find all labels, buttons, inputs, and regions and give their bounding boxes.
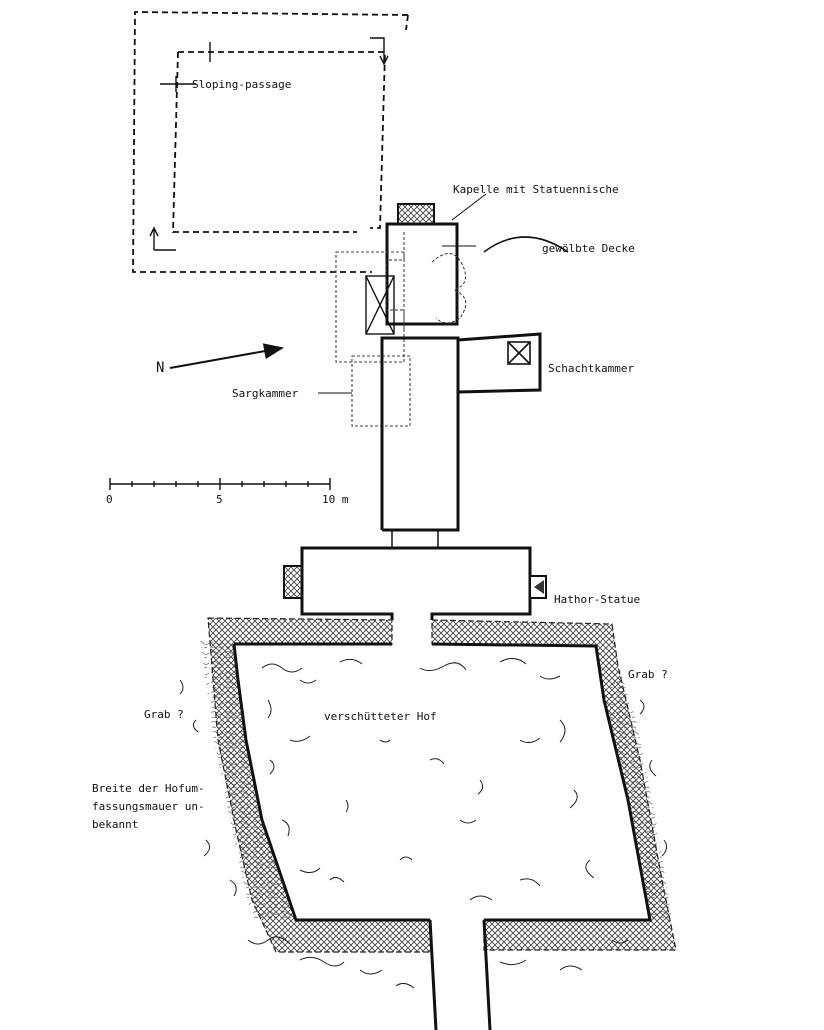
courtyard-inner-outline (232, 642, 652, 922)
courtyard-rubble-right (604, 670, 672, 920)
kapelle-leader (451, 193, 487, 221)
grab-right-label: Grab ? (628, 668, 668, 681)
gewoelbte-decke-label: gewölbte Decke (542, 242, 635, 255)
outer-debris (179, 679, 668, 989)
entrance-passage (428, 919, 492, 1030)
vaulted-ceiling-symbol (483, 236, 569, 253)
north-arrow (169, 343, 284, 369)
chapel-irregular-edge (431, 253, 467, 324)
hathor-statue-label: Hathor-Statue (554, 593, 640, 606)
shaft-symbol (507, 341, 531, 365)
grab-left-label: Grab ? (144, 708, 184, 721)
scale-tick-10: 10 m (322, 493, 349, 506)
breite-line-2: fassungsmauer un- (92, 800, 205, 813)
scale-tick-0: 0 (106, 493, 113, 506)
shaft-chamber (457, 332, 542, 394)
sarcophagus (365, 275, 395, 335)
chapel-structure (385, 222, 459, 326)
schachtkammer-label: Schachtkammer (548, 362, 634, 375)
courtyard-debris (261, 658, 595, 901)
left-statue-niche (283, 565, 303, 599)
hathor-statue-mark (534, 580, 544, 594)
transverse-hall (300, 546, 532, 620)
verschuetteter-hof-label: verschütteter Hof (324, 710, 437, 723)
main-corridor (380, 336, 460, 549)
kapelle-label: Kapelle mit Statuennische (453, 183, 619, 196)
sargkammer-label: Sargkammer (232, 387, 299, 400)
statue-niche (397, 203, 435, 225)
scale-tick-5: 5 (216, 493, 223, 506)
chapel-outline-dashed (385, 232, 405, 330)
sloping-passage-label: Sloping-passage (192, 78, 291, 91)
sloping-passage (132, 11, 409, 273)
breite-line-1: Breite der Hofum- (92, 782, 205, 795)
north-label: N (156, 360, 164, 376)
scale-bar (109, 478, 331, 490)
breite-line-3: bekannt (92, 818, 138, 831)
sloping-passage-arrows (149, 37, 389, 251)
